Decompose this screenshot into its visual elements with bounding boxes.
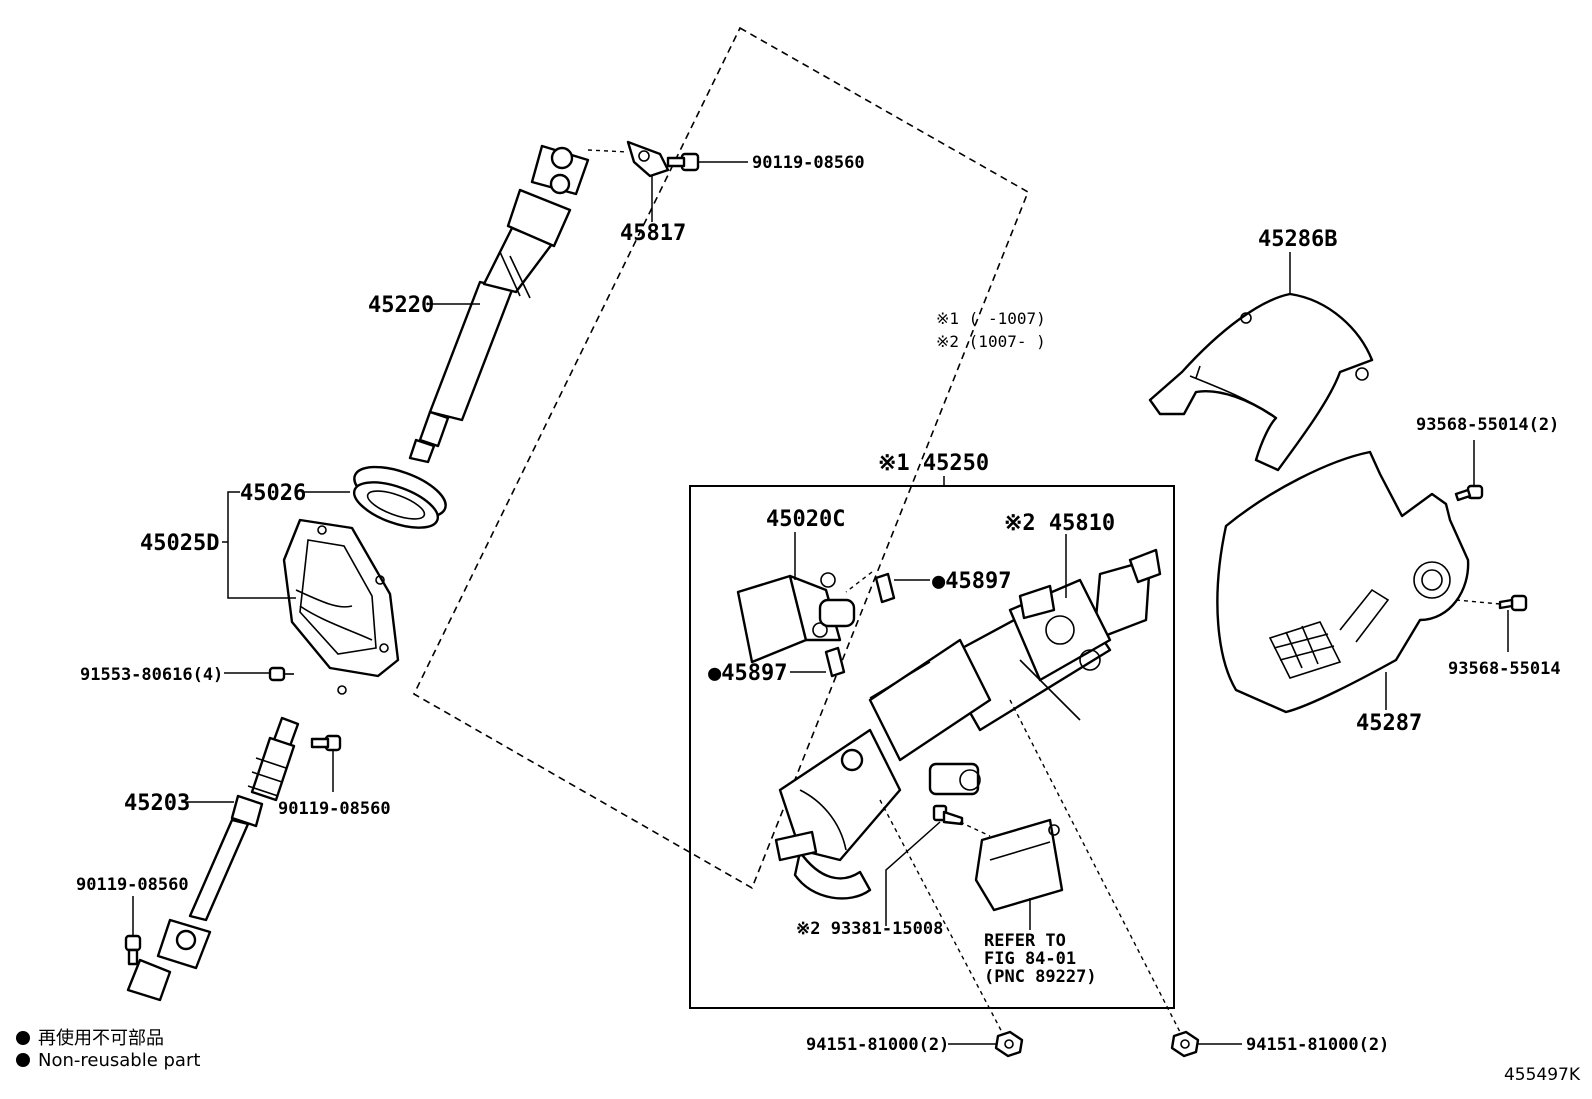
note-2: ※2 (1007- ) bbox=[936, 332, 1046, 351]
nut-94151-left bbox=[994, 1030, 1024, 1058]
label-45897-a: ●45897 bbox=[932, 569, 1011, 594]
screw-45897-a bbox=[874, 572, 896, 604]
legend-english: Non-reusable part bbox=[16, 1050, 200, 1071]
label-45203: 45203 bbox=[124, 791, 190, 816]
label-refer-2: FIG 84-01 bbox=[984, 949, 1076, 969]
lower-cover-45287 bbox=[1216, 450, 1470, 714]
label-refer-3: (PNC 89227) bbox=[984, 967, 1097, 987]
label-45025D: 45025D bbox=[140, 531, 219, 556]
nut-94151-right bbox=[1170, 1030, 1200, 1058]
bolt-91553 bbox=[268, 666, 294, 682]
label-90119-left: 90119-08560 bbox=[76, 875, 189, 895]
bolt-90119-mid bbox=[310, 734, 342, 752]
bearing-ring-45026 bbox=[352, 465, 447, 529]
note-1: ※1 ( -1007) bbox=[936, 309, 1046, 328]
label-94151-left: 94151-81000(2) bbox=[806, 1035, 949, 1055]
label-90119-mid: 90119-08560 bbox=[278, 799, 391, 819]
label-45286B: 45286B bbox=[1258, 227, 1337, 252]
upper-cover-45286B bbox=[1148, 292, 1374, 472]
label-94151-right: 94151-81000(2) bbox=[1246, 1035, 1389, 1055]
dust-cover-45025D bbox=[282, 518, 400, 695]
legend-en-text: Non-reusable part bbox=[38, 1050, 201, 1071]
figure-number: 455497K bbox=[1503, 1065, 1580, 1085]
screw-93568 bbox=[1498, 594, 1528, 612]
label-93381: ※2 93381-15008 bbox=[796, 919, 943, 939]
label-45026: 45026 bbox=[240, 481, 306, 506]
label-93568-2: 93568-55014(2) bbox=[1416, 415, 1559, 435]
steering-column-45810 bbox=[774, 548, 1162, 900]
label-90119-top: 90119-08560 bbox=[752, 153, 865, 173]
label-refer-1: REFER TO bbox=[984, 931, 1066, 951]
label-93568: 93568-55014 bbox=[1448, 659, 1561, 679]
label-45020C: 45020C bbox=[766, 507, 845, 532]
label-45220: 45220 bbox=[368, 293, 434, 318]
label-91553: 91553-80616(4) bbox=[80, 665, 223, 685]
plate-45817 bbox=[626, 140, 670, 178]
label-45287: 45287 bbox=[1356, 711, 1422, 736]
bullet-dot-icon bbox=[16, 1053, 30, 1067]
column-assembly-box bbox=[689, 485, 1175, 1009]
sensor-89227 bbox=[974, 818, 1064, 912]
bolt-90119-left bbox=[124, 934, 142, 966]
tilt-motor-45020C bbox=[736, 572, 856, 664]
screw-93568-pair bbox=[1454, 484, 1484, 502]
label-45897-b: ●45897 bbox=[708, 661, 787, 686]
screw-45897-b bbox=[824, 646, 846, 678]
label-45817: 45817 bbox=[620, 221, 686, 246]
label-45810: ※2 45810 bbox=[1004, 511, 1115, 536]
assembly-dashed-boundary bbox=[412, 26, 1029, 890]
bullet-dot-icon bbox=[16, 1031, 30, 1045]
lower-shaft-45203 bbox=[126, 716, 300, 1002]
legend-japanese: 再使用不可部品 bbox=[16, 1024, 164, 1050]
legend-ja-text: 再使用不可部品 bbox=[38, 1028, 164, 1049]
label-45250: ※1 45250 bbox=[878, 451, 989, 476]
bolt-93381 bbox=[932, 804, 964, 826]
intermediate-shaft-45220 bbox=[408, 144, 590, 464]
